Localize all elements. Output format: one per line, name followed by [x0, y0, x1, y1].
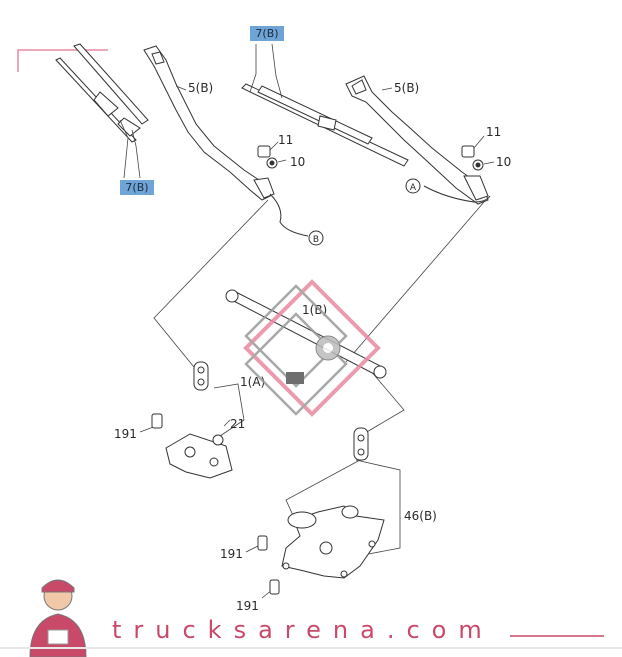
svg-text:7(B): 7(B) — [125, 181, 148, 194]
bolt-upper — [151, 413, 163, 429]
leader-lines — [119, 43, 495, 599]
bolt-mid — [257, 535, 268, 551]
label-bolt-upper: 191 — [114, 427, 137, 441]
svg-text:B: B — [313, 235, 319, 245]
label-cap-right: 11 — [486, 125, 501, 139]
label-bolt-mid: 191 — [220, 547, 243, 561]
label-arm-right: 5(B) — [394, 81, 419, 95]
left-wiper-blade — [55, 43, 149, 143]
left-nut — [266, 157, 278, 169]
right-cap — [461, 145, 475, 158]
left-washer-hose — [269, 193, 309, 237]
brand-text: trucksarena.com — [112, 616, 494, 644]
right-wiper-blade — [241, 83, 409, 167]
marker-b: B — [308, 230, 324, 246]
left-pivot — [193, 361, 209, 391]
label-bolt-low: 191 — [236, 599, 259, 613]
left-bracket — [165, 433, 233, 479]
label-motor: 46(B) — [404, 509, 437, 523]
left-cap — [257, 145, 271, 158]
label-nut-right: 10 — [496, 155, 511, 169]
svg-text:A: A — [410, 183, 417, 193]
svg-text:7(B): 7(B) — [255, 27, 278, 40]
bolt-low — [269, 579, 280, 595]
watermark-logo — [243, 279, 381, 417]
label-blade-right: 7(B) — [250, 26, 284, 41]
label-nut-21: 21 — [230, 417, 245, 431]
label-blade-left: 7(B) — [120, 180, 154, 195]
wiper-motor — [281, 505, 385, 579]
nut-21 — [212, 434, 224, 446]
right-nut — [472, 159, 484, 171]
label-link: 1(A) — [240, 375, 265, 389]
left-wiper-arm — [143, 45, 275, 201]
label-cap-left: 11 — [278, 133, 293, 147]
right-wiper-arm — [345, 75, 489, 205]
label-arm-left: 5(B) — [188, 81, 213, 95]
mascot-logo — [29, 579, 87, 657]
right-pivot — [353, 427, 369, 461]
marker-a: A — [405, 178, 421, 194]
label-nut-left: 10 — [290, 155, 305, 169]
label-link-mid: 1(B) — [302, 303, 327, 317]
right-washer-hose — [423, 185, 491, 203]
